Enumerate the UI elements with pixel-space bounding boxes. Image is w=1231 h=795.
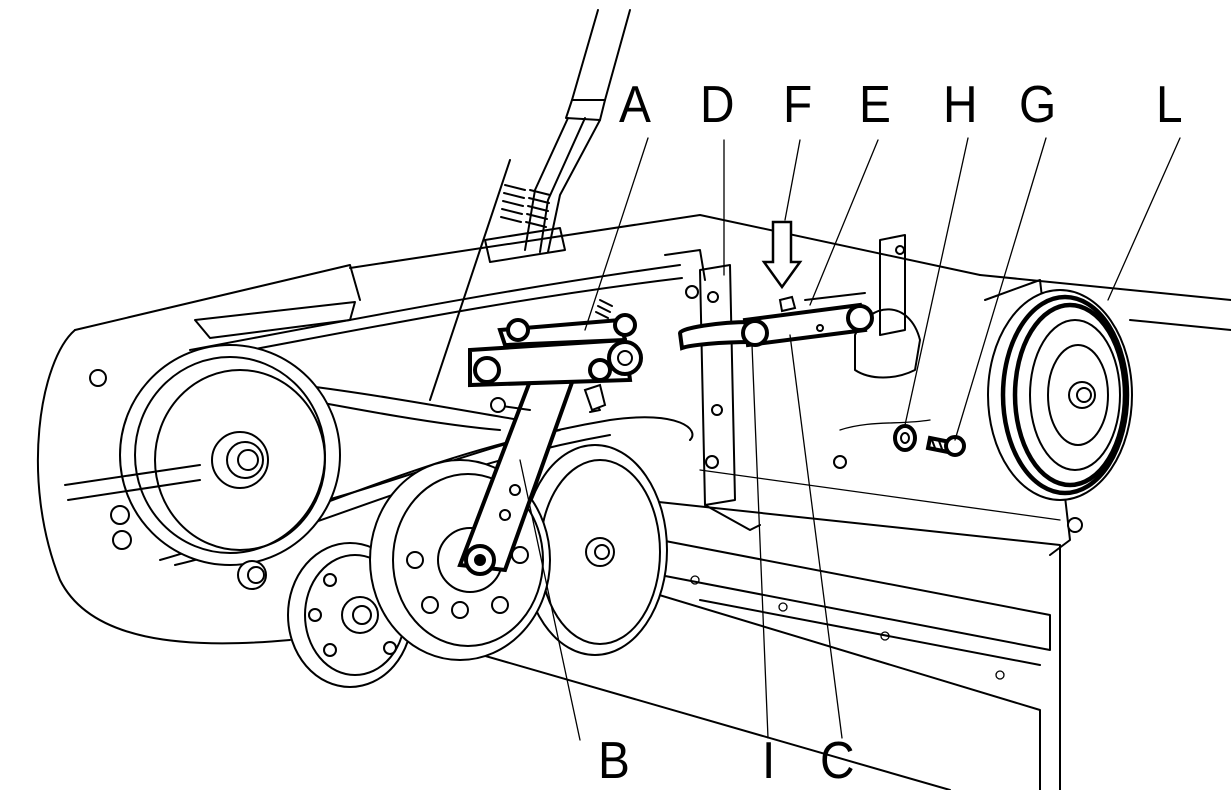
label-c: C bbox=[820, 732, 855, 790]
label-f: F bbox=[783, 76, 813, 134]
label-i: I bbox=[762, 732, 776, 790]
label-h: H bbox=[943, 76, 978, 134]
label-g: G bbox=[1019, 76, 1057, 134]
leader-lines bbox=[519, 137, 1181, 741]
washer-and-bolt bbox=[893, 424, 966, 457]
label-a: A bbox=[619, 76, 651, 134]
label-l: L bbox=[1156, 76, 1183, 134]
label-b: B bbox=[598, 732, 630, 790]
left-drive-pulley bbox=[64, 344, 341, 566]
label-e: E bbox=[859, 76, 891, 134]
linkage-rod bbox=[677, 292, 874, 351]
control-cables bbox=[429, 9, 631, 401]
chassis-housing bbox=[36, 214, 1231, 791]
right-pulley-l bbox=[987, 289, 1133, 501]
label-d: D bbox=[700, 76, 735, 134]
down-arrow-f bbox=[761, 220, 803, 290]
